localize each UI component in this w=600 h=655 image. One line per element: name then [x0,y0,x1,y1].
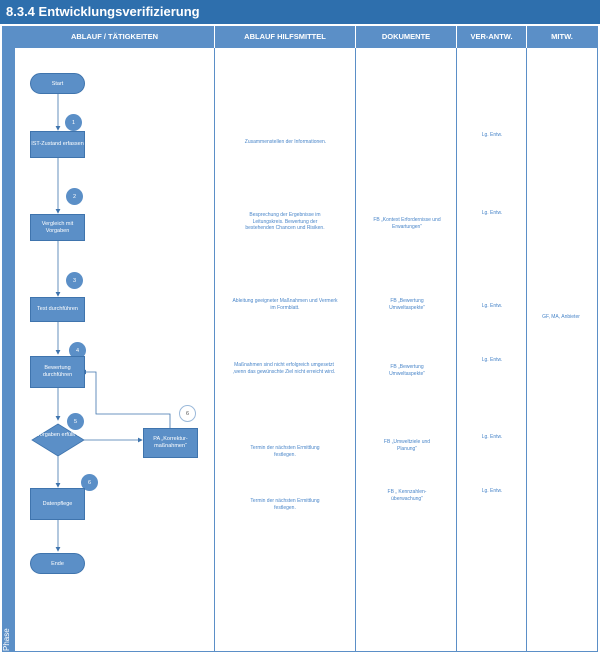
step-korrekturmassnahmen: PA „Korrektur-maßnahmen“ [143,428,198,458]
hilfsmittel-text: Zusammenstellen der Informationen. [244,139,327,145]
step-label: Bewertung durchführen [42,365,73,378]
header-ablauf-taetigkeiten: ABLAUF / TÄTIGKEITEN [15,26,214,48]
header-ablauf-hilfsmittel: ABLAUF HILFSMITTEL [215,26,355,48]
verantwortung-text: Lg. Entw. [481,132,503,138]
start-label: Start [51,80,64,87]
step-number: 5 [73,418,78,425]
step-vergleich: Vergleich mit Vorgaben [30,214,85,241]
header-dokumente: DOKUMENTE [356,26,456,48]
header-divider [526,26,527,48]
phase-label: Phase [2,628,11,651]
step-number-badge: 6 [179,405,196,422]
process-frame [2,26,598,652]
step-number: 6 [87,479,92,486]
hilfsmittel-text: Termin der nächsten Ermittlung festlegen… [250,445,320,458]
header-verantwortung: VER-ANTW. [457,26,526,48]
step-number-badge: 6 [81,474,98,491]
verantwortung-text: Lg. Entw. [481,210,503,216]
step-label: IST-Zustand erfassen [31,141,84,147]
header-divider [214,26,215,48]
column-divider [214,48,215,652]
step-number: 4 [75,347,80,354]
column-divider [355,48,356,652]
hilfsmittel-text: Ableitung geeigneter Maßnahmen und Verme… [232,298,338,311]
step-label: PA „Korrektur-maßnahmen“ [153,436,188,449]
step-number-badge: 4 [69,342,86,359]
end-terminal: Ende [30,553,85,574]
dokument-text: FB „ Kennzahlen-überwachung“ [387,489,427,502]
mitwirkung-text: GF, MA, Anbieter [542,314,580,320]
step-number-badge: 3 [66,272,83,289]
header-mitwirkung: MITW. [527,26,597,48]
step-number: 2 [72,193,77,200]
dokument-text: FB „Bewertung Umweltaspekte“ [389,364,425,377]
column-divider [526,48,527,652]
decision-label: Vorgaben erfüllt ? [36,432,80,438]
step-number-badge: 1 [65,114,82,131]
verantwortung-text: Lg. Entw. [481,434,503,440]
step-ist-zustand: IST-Zustand erfassen [30,131,85,158]
step-test: Test durchführen [30,297,85,322]
hilfsmittel-text: Termin der nächsten Ermittlung festlegen… [250,498,320,511]
end-label: Ende [51,560,64,567]
verantwortung-text: Lg. Entw. [481,357,503,363]
step-label: Vergleich mit Vorgaben [41,220,74,234]
phase-strip [2,26,15,652]
dokument-text: FB „Kontext Erfordernisse und Erwartunge… [373,217,441,230]
header-divider [456,26,457,48]
step-number-badge: 2 [66,188,83,205]
step-number: 3 [72,277,77,284]
header-divider [355,26,356,48]
step-datenpflege: Datenpflege [30,488,85,520]
dokument-text: FB „Bewertung Umweltaspekte“ [389,298,425,311]
column-divider [456,48,457,652]
page-title: 8.3.4 Entwicklungsverifizierung [0,0,600,24]
step-number: 6 [185,410,190,417]
verantwortung-text: Lg. Entw. [481,488,503,494]
step-label: Test durchführen [37,306,78,312]
step-number: 1 [71,119,76,126]
step-bewertung: Bewertung durchführen [30,356,85,388]
step-label: Datenpflege [42,500,73,507]
hilfsmittel-text: Maßnahmen sind nicht erfolgreich umgeset… [232,362,336,375]
hilfsmittel-text: Besprechung der Ergebnisse im Leitungskr… [245,212,325,231]
dokument-text: FB „Umweltziele und Planung“ [383,439,431,452]
start-terminal: Start [30,73,85,94]
step-number-badge: 5 [67,413,84,430]
verantwortung-text: Lg. Entw. [481,303,503,309]
